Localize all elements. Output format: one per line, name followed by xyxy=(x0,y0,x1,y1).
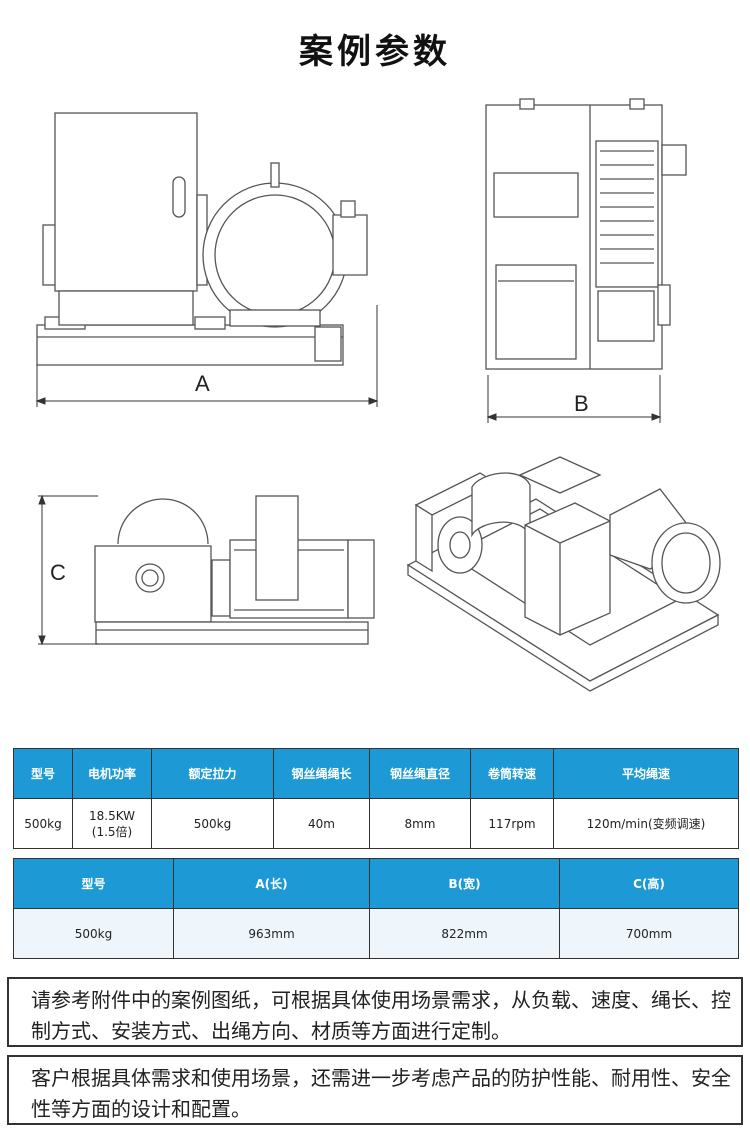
protection-note: 客户根据具体需求和使用场景，还需进一步考虑产品的防护性能、耐用性、安全性等方面的… xyxy=(7,1055,743,1125)
header-motor-power: 电机功率 xyxy=(72,748,152,799)
header-drum-speed: 卷筒转速 xyxy=(470,748,554,799)
front-view-drawing: A xyxy=(35,112,379,407)
header-avg-rope-speed: 平均绳速 xyxy=(553,748,739,799)
cell-avg-rope-speed: 120m/min(变频调速) xyxy=(553,798,739,849)
header-model: 型号 xyxy=(13,858,174,909)
dimension-a-label: A xyxy=(195,371,210,396)
cell-model: 500kg xyxy=(13,908,174,959)
header-model: 型号 xyxy=(13,748,73,799)
page-title: 案例参数 xyxy=(299,32,451,72)
cell-height-c: 700mm xyxy=(559,908,739,959)
top-view-drawing: B xyxy=(485,98,687,423)
dimension-b-label: B xyxy=(574,391,589,416)
cell-rope-diameter: 8mm xyxy=(369,798,471,849)
header-rated-pull: 额定拉力 xyxy=(151,748,274,799)
cell-motor-power: 18.5KW (1.5倍) xyxy=(72,798,152,849)
dimension-c-label: C xyxy=(50,560,66,585)
isometric-view-drawing xyxy=(406,456,721,692)
header-height-c: C(高) xyxy=(559,858,739,909)
header-rope-diameter: 钢丝绳直径 xyxy=(369,748,471,799)
cell-model: 500kg xyxy=(13,798,73,849)
cell-rope-length: 40m xyxy=(273,798,370,849)
cell-length-a: 963mm xyxy=(173,908,370,959)
side-view-drawing: C xyxy=(38,494,375,646)
cell-rated-pull: 500kg xyxy=(151,798,274,849)
cell-width-b: 822mm xyxy=(369,908,560,959)
header-width-b: B(宽) xyxy=(369,858,560,909)
cell-drum-speed: 117rpm xyxy=(470,798,554,849)
spec-table-dimensions: 型号 A(长) B(宽) C(高) 500kg 963mm 822mm 700m… xyxy=(13,858,739,959)
customization-note: 请参考附件中的案例图纸，可根据具体使用场景需求，从负载、速度、绳长、控制方式、安… xyxy=(7,977,743,1047)
cell-motor-power-value: 18.5KW xyxy=(88,808,136,823)
header-length-a: A(长) xyxy=(173,858,370,909)
spec-table-performance: 型号 电机功率 额定拉力 钢丝绳绳长 钢丝绳直径 卷筒转速 平均绳速 500kg… xyxy=(13,748,739,849)
cell-motor-power-factor: (1.5倍) xyxy=(91,824,133,839)
header-rope-length: 钢丝绳绳长 xyxy=(273,748,370,799)
